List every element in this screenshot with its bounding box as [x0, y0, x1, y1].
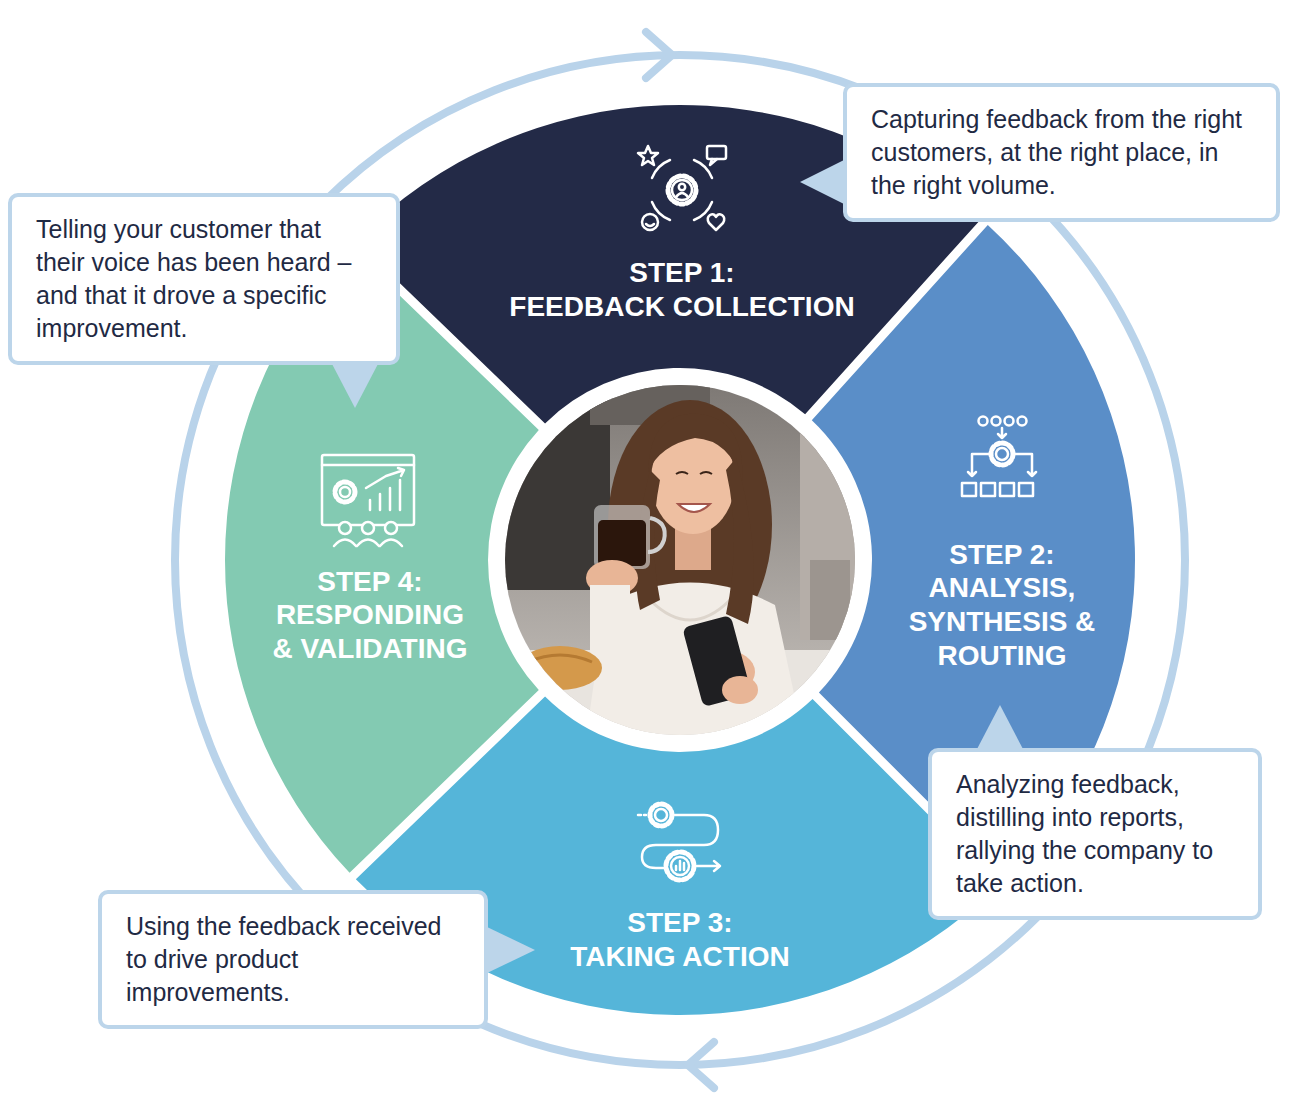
analysis-icon	[1000, 483, 1014, 496]
action-icon	[676, 861, 684, 870]
photo-illustration	[650, 600, 730, 620]
callout-box: Capturing feedback from the right custom…	[843, 83, 1280, 222]
callout-pointer	[800, 158, 848, 206]
photo-illustration	[585, 583, 805, 746]
step-title: STEP 4:	[263, 565, 478, 599]
step-title: STEP 3:	[530, 906, 830, 940]
feedback-icon	[638, 146, 658, 165]
responding-icon	[322, 455, 414, 525]
photo-illustration	[810, 560, 850, 640]
callout-pointer	[331, 362, 379, 408]
callout-pointer	[331, 158, 1024, 974]
feedback-icon	[642, 214, 658, 230]
feedback-icon	[707, 146, 726, 159]
photo-illustration	[528, 655, 592, 662]
action-icon	[655, 809, 667, 821]
step-title: FEEDBACK COLLECTION	[472, 290, 892, 324]
analysis-icon	[996, 448, 1008, 460]
step-label: STEP 3:TAKING ACTION	[530, 906, 830, 973]
responding-icon	[322, 455, 414, 546]
callout-box: Telling your customer that their voice h…	[8, 193, 400, 365]
analysis-icon	[962, 417, 1036, 497]
responding-icon	[366, 468, 404, 488]
analysis-icon	[962, 483, 976, 496]
step-title: ANALYSIS, SYNTHESIS & ROUTING	[897, 571, 1107, 672]
analysis-icon	[992, 417, 1001, 426]
feedback-icon	[672, 180, 692, 200]
responding-icon	[334, 540, 402, 547]
step-label: STEP 4:RESPONDING & VALIDATING	[263, 565, 478, 666]
feedback-icon	[638, 146, 726, 230]
photo-illustration	[726, 458, 754, 624]
callout-text: Capturing feedback from the right custom…	[871, 103, 1252, 202]
feedback-icon	[652, 160, 670, 178]
feedback-icon	[646, 224, 654, 226]
photo-illustration	[598, 520, 646, 566]
analysis-icon	[968, 454, 989, 476]
ring-arrowhead	[688, 1042, 714, 1088]
ring-arrowhead	[646, 32, 672, 78]
analysis-icon	[991, 443, 1013, 465]
action-icon	[638, 814, 646, 817]
step-label: STEP 1:FEEDBACK COLLECTION	[472, 256, 892, 323]
feedback-icon	[679, 184, 685, 190]
responding-icon	[362, 522, 374, 534]
analysis-icon	[1005, 417, 1014, 426]
feedback-icon	[710, 159, 717, 165]
step-title: RESPONDING & VALIDATING	[263, 598, 478, 665]
photo-illustration	[648, 518, 665, 552]
callout-box: Analyzing feedback, distilling into repo…	[928, 748, 1262, 920]
step-title: STEP 2:	[897, 538, 1107, 572]
feedback-icon	[708, 214, 725, 230]
feedback-icon	[652, 202, 670, 220]
callout-text: Telling your customer that their voice h…	[36, 213, 372, 345]
photo-illustration	[594, 505, 650, 569]
step-title: STEP 1:	[472, 256, 892, 290]
action-icon	[650, 804, 672, 826]
photo-illustration	[678, 504, 710, 512]
analysis-icon	[998, 428, 1006, 438]
analysis-icon	[1015, 454, 1036, 476]
analysis-icon	[1018, 417, 1027, 426]
action-icon	[638, 804, 720, 880]
step-label: STEP 2:ANALYSIS, SYNTHESIS & ROUTING	[897, 538, 1107, 672]
responding-icon	[322, 464, 414, 467]
callout-pointer	[485, 926, 535, 974]
feedback-icon	[694, 202, 712, 220]
action-icon	[671, 857, 689, 875]
photo-illustration	[722, 676, 758, 704]
callout-text: Using the feedback received to drive pro…	[126, 910, 460, 1009]
callout-box: Using the feedback received to drive pro…	[98, 890, 488, 1029]
callout-pointer	[976, 705, 1024, 751]
responding-icon	[370, 480, 400, 510]
feedback-icon	[694, 160, 712, 178]
action-icon	[642, 815, 718, 868]
action-icon	[697, 861, 720, 871]
responding-icon	[339, 522, 351, 534]
analysis-icon	[981, 483, 995, 496]
photo-illustration	[700, 472, 712, 474]
analysis-icon	[1019, 483, 1033, 496]
action-icon	[666, 852, 694, 880]
responding-icon	[340, 487, 350, 497]
callout-text: Analyzing feedback, distilling into repo…	[956, 768, 1234, 900]
responding-icon	[335, 482, 355, 502]
responding-icon	[385, 522, 397, 534]
analysis-icon	[979, 417, 988, 426]
photo-illustration	[500, 380, 860, 750]
feedback-icon	[668, 176, 696, 204]
photo-illustration	[676, 472, 688, 474]
feedback-icon	[676, 193, 688, 197]
step-title: TAKING ACTION	[530, 940, 830, 974]
